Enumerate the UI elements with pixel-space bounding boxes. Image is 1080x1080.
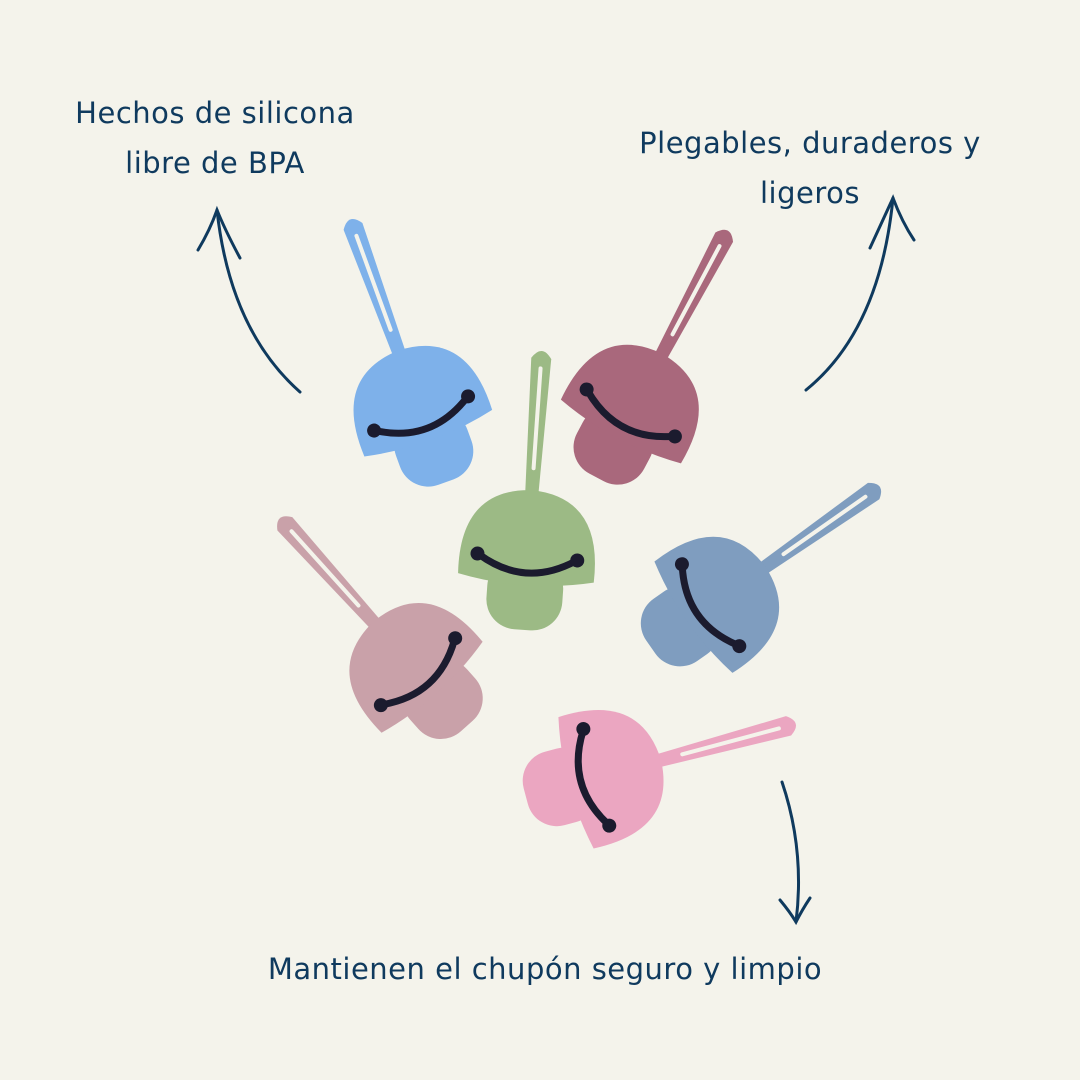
pacifier-cover-blue bbox=[286, 196, 510, 505]
caption-line: Hechos de silicona bbox=[75, 96, 355, 130]
caption-line: Plegables, duraderos y bbox=[639, 126, 981, 160]
pacifier-cover-pink bbox=[508, 658, 813, 862]
arrow-top-left bbox=[196, 205, 302, 394]
caption-line: libre de BPA bbox=[125, 146, 305, 180]
pacifier-cover-slate-blue bbox=[612, 431, 919, 703]
pacifier-cover-mauve bbox=[536, 199, 788, 510]
arrow-bottom bbox=[778, 780, 812, 926]
caption-line: ligeros bbox=[759, 176, 860, 210]
caption-foldable: Plegables, duraderos y ligeros bbox=[600, 118, 1020, 218]
arrow-top-right bbox=[804, 194, 916, 392]
caption-bpa-free: Hechos de silicona libre de BPA bbox=[40, 88, 390, 188]
caption-safe-clean: Mantienen el chupón seguro y limpio bbox=[267, 952, 823, 986]
